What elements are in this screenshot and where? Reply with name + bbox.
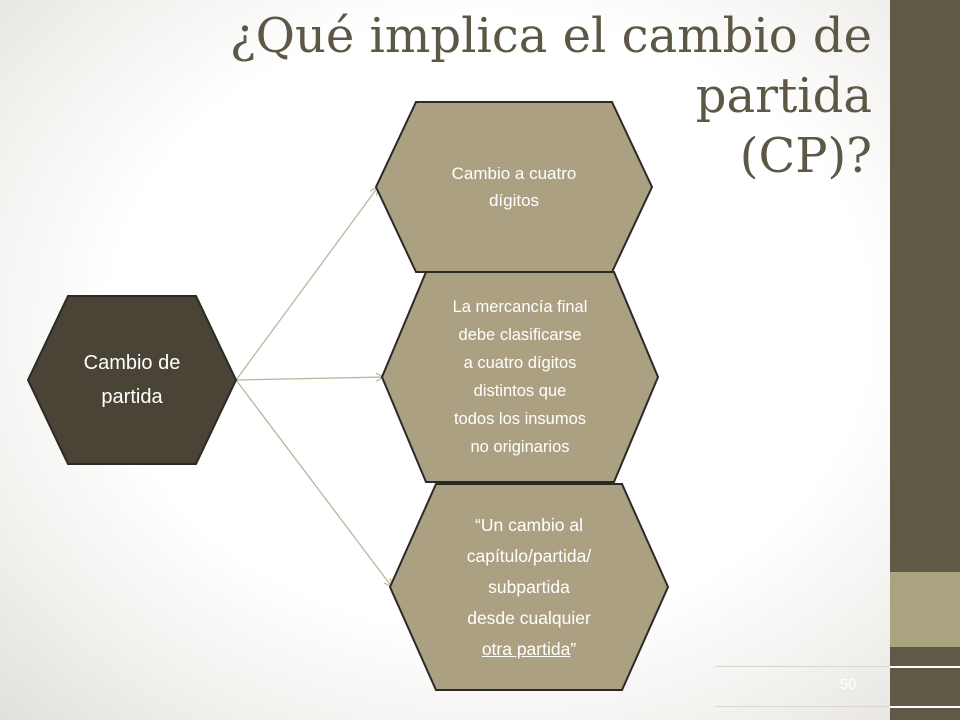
source-hexagon: [26, 295, 238, 465]
source-hexagon-label: Cambio de partida: [58, 296, 206, 464]
closing-quote: ”: [570, 638, 577, 659]
label-line: distintos que: [473, 382, 567, 400]
footer-rule: [715, 666, 890, 667]
label-line: todos los insumos: [453, 410, 587, 428]
target-hexagon-2: [380, 271, 660, 483]
label-line: no originarios: [470, 438, 570, 456]
connector-arrow-1: [235, 187, 378, 381]
label-line: otra partida”: [467, 634, 592, 665]
slide-title-line-2: (CP)?: [739, 128, 872, 184]
label-line: subpartida: [488, 576, 570, 597]
label-line: La mercancía final: [452, 298, 588, 316]
target-hexagon-1: [374, 101, 654, 273]
sidebar-divider: [890, 666, 960, 668]
target-hexagon-3: [388, 483, 670, 691]
label-line: partida: [101, 386, 163, 408]
footer-rule: [715, 706, 890, 707]
label-line: “Un cambio al: [475, 514, 583, 535]
label-line: desde cualquier: [467, 607, 591, 628]
connector-arrow-3: [235, 379, 392, 587]
label-line: dígitos: [488, 191, 540, 210]
target-hexagon-3-label: “Un cambio al capítulo/partida/subpartida…: [426, 484, 632, 690]
target-hexagon-2-label: La mercancía final debe clasificarse a cua…: [418, 272, 622, 482]
label-line: capítulo/partida/: [466, 545, 592, 566]
sidebar-light-block: [890, 572, 960, 647]
sidebar-divider: [890, 706, 960, 708]
slide-title: ¿Qué implica el cambio de partida (CP)?: [112, 6, 872, 186]
underlined-text: otra partida: [481, 638, 571, 659]
label-line: Cambio de: [83, 352, 181, 374]
label-line: a cuatro dígitos: [463, 354, 577, 372]
connector-arrow-2: [235, 377, 384, 380]
slide-title-line-1: ¿Qué implica el cambio de partida: [229, 8, 872, 124]
label-line: debe clasificarse: [458, 326, 582, 344]
slide-number: 50: [839, 676, 857, 693]
label-line: Cambio a cuatro: [451, 164, 577, 183]
target-hexagon-1-label: Cambio a cuatro dígitos: [412, 102, 616, 272]
